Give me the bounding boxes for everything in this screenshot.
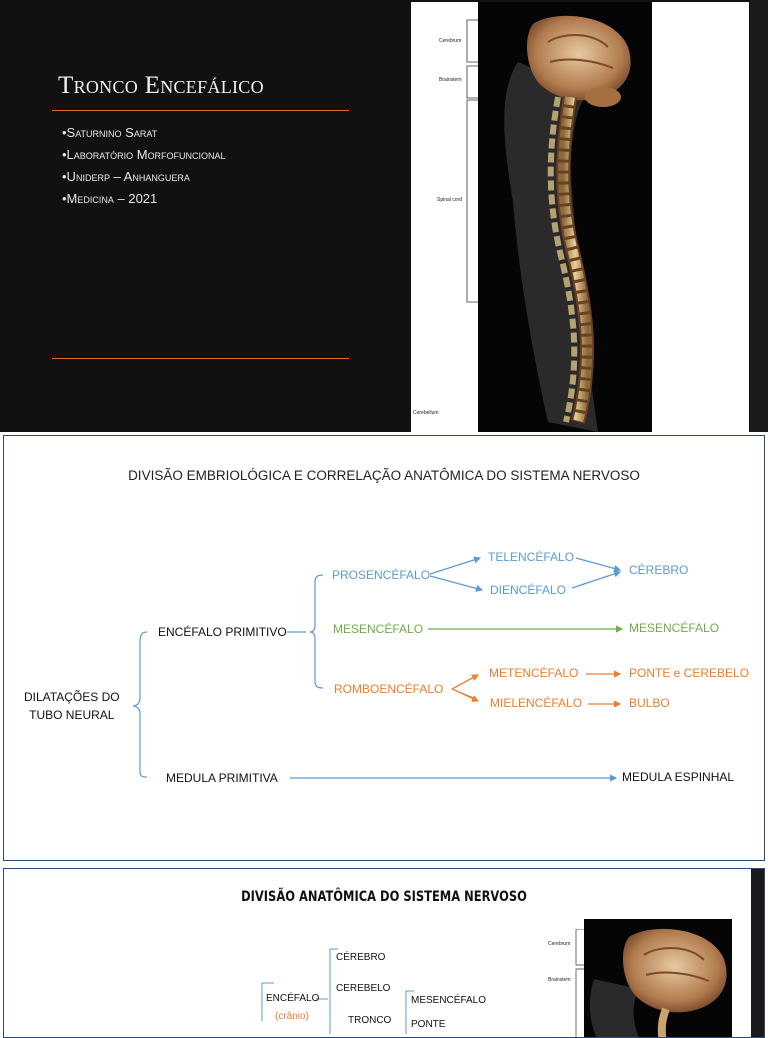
diagram-connectors — [132, 556, 624, 782]
node-prosencefalo: PROSENCÉFALO — [332, 568, 431, 582]
node-mielencefalo: MIELENCÉFALO — [490, 696, 583, 710]
node-medula-primitiva: MEDULA PRIMITIVA — [166, 771, 278, 785]
node-encefalo-primitivo: ENCÉFALO PRIMITIVO — [158, 625, 287, 639]
author-info-list: •Saturnino Sarat •Laboratório Morfofunci… — [62, 122, 226, 210]
node-ponte: PONTE — [411, 1019, 446, 1030]
node-medula-espinhal: MEDULA ESPINHAL — [622, 770, 735, 784]
cranio-open-paren: ( — [275, 1011, 279, 1022]
node-mesencefalo: MESENCÉFALO — [411, 995, 487, 1006]
node-mesencefalo: MESENCÉFALO — [333, 622, 424, 636]
node-tronco: TRONCO — [348, 1015, 392, 1026]
node-cerebelo: CEREBELO — [336, 983, 391, 994]
label-cerebrum: Cerebrum — [548, 941, 571, 947]
cranio-close-paren: ) — [305, 1011, 309, 1022]
label-brainstem: Brainstem — [439, 77, 462, 83]
node-diencefalo: DIENCÉFALO — [490, 583, 567, 597]
node-dilatacoes-line2: TUBO NEURAL — [29, 708, 115, 722]
right-edge-panel — [750, 0, 768, 432]
bullet-course-year: •Medicina – 2021 — [62, 191, 158, 206]
label-cerebrum: Cerebrum — [439, 38, 462, 44]
title-divider — [52, 110, 349, 111]
node-romboencefalo: ROMBOENCÉFALO — [334, 682, 444, 696]
node-ponte-cerebelo: PONTE e CEREBELO — [629, 666, 750, 680]
slide-title: DIVISÃO ANATÔMICA DO SISTEMA NERVOSO — [241, 889, 527, 905]
bottom-divider — [52, 358, 349, 359]
slide-title: Tronco Encefálico — [58, 72, 264, 99]
image-label-brackets — [575, 929, 586, 1037]
node-cerebro: CÉREBRO — [336, 952, 386, 963]
anatomy-division-slide: DIVISÃO ANATÔMICA DO SISTEMA NERVOSO ENC… — [3, 868, 765, 1038]
label-spinal-cord: Spinal cord — [437, 197, 463, 203]
slide-title: DIVISÃO EMBRIOLÓGICA E CORRELAÇÃO ANATÔM… — [128, 468, 640, 483]
cranio-label: crânio — [278, 1011, 306, 1022]
bullet-lab: •Laboratório Morfofuncional — [62, 147, 226, 162]
division-brackets — [261, 948, 414, 1034]
sagittal-spine-image — [478, 2, 652, 432]
node-mesencefalo-result: MESENCÉFALO — [629, 621, 720, 635]
brain-sagittal-image — [584, 919, 732, 1037]
node-dilatacoes: DILATAÇÕES DO TUBO NEURAL — [24, 688, 120, 724]
label-cerebellum: Cerebellum — [413, 410, 439, 416]
label-brainstem: Brainstem — [548, 977, 571, 983]
bullet-author: •Saturnino Sarat — [62, 125, 158, 140]
node-telencefalo: TELENCÉFALO — [488, 550, 575, 564]
node-dilatacoes-line1: DILATAÇÕES DO — [24, 690, 120, 704]
node-metencefalo: METENCÉFALO — [489, 666, 579, 680]
node-cranio: (crânio) — [275, 1011, 309, 1022]
bullet-university: •Uniderp – Anhanguera — [62, 169, 190, 184]
node-encefalo: ENCÉFALO — [266, 993, 320, 1004]
node-cerebro: CÉREBRO — [629, 563, 689, 577]
embryology-slide: DIVISÃO EMBRIOLÓGICA E CORRELAÇÃO ANATÔM… — [3, 435, 765, 861]
node-bulbo: BULBO — [629, 696, 670, 710]
right-edge-panel — [751, 869, 764, 1037]
